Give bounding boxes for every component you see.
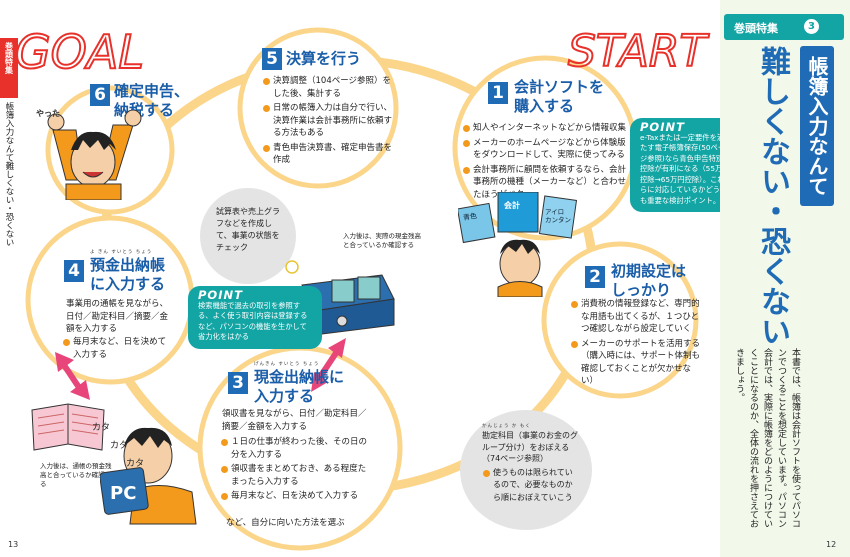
step-1-bullets: 知人やインターネットなどから情報収集 メーカーのホームページなどから体験版をダウ…	[462, 122, 630, 203]
step-title: 購入する	[514, 97, 575, 115]
step-2-bullets: 消費税の情報登録など、専門的な用語も出てくるが、１つひとつ確認しながら設定してい…	[570, 298, 700, 390]
trial-balance-circle: 試算表や売上グラフなどを作成して、事業の状態をチェック	[200, 188, 296, 284]
ruby-text: かんじょう か もく	[482, 424, 531, 429]
kata-text: カタ	[92, 423, 111, 433]
cashbox-caption: 入力後は、実際の現金残高と合っているか確認する	[343, 232, 421, 249]
step-title: 入力する	[254, 387, 315, 405]
cashbox-illustration	[285, 260, 395, 335]
step-number: 4	[64, 260, 84, 282]
account-items-circle: かんじょう か もく 勘定科目（事業のお金のグループ分け）をおぼえる（74ページ…	[460, 410, 592, 530]
step-3-outro: など、自分に向いた方法を選ぶ	[226, 518, 345, 528]
account-items-text: 勘定科目（事業のお金のグループ分け）をおぼえる（74ページ参照）	[482, 431, 578, 463]
step-bullet: 知人やインターネットなどから情報収集	[462, 122, 630, 135]
page-number-right: 12	[826, 540, 837, 549]
side-tab-label: 巻頭特集	[4, 42, 14, 74]
step-bullet: 消費税の情報登録など、専門的な用語も出てくるが、１つひとつ確認しながら設定してい…	[570, 298, 700, 336]
step-title: 決算を行う	[286, 49, 362, 68]
step-bullet: メーカーのホームページなどから体験版をダウンロードして、実際に使ってみる	[462, 137, 630, 162]
step-number: 1	[488, 82, 508, 104]
account-items-bullet: 使うものは限られているので、必要なものから順におぼえていこう	[482, 467, 578, 505]
step-3-bullets: １日の仕事が終わった後、その日の分を入力する 領収書をまとめておき、ある程度たま…	[220, 436, 370, 505]
pc-man-illustration	[100, 427, 197, 525]
pc-label: PC	[110, 483, 137, 504]
step-6: 6 確定申告、 納税する	[90, 82, 200, 120]
box-label-line: カンタン	[545, 216, 571, 224]
step-bullet: メーカーのサポートを活用する（購入時には、サポート体制も確認しておくことが欠かせ…	[570, 338, 700, 388]
start-heading: START	[568, 28, 569, 29]
step-bullet: 毎月末など、日を決めて入力する	[220, 490, 370, 503]
step-bullet: 毎月末など、日を決めて入力する	[62, 336, 172, 361]
ruby-text: げんきん すいとう ちょう	[254, 362, 320, 367]
box-label: 会計	[504, 201, 520, 210]
step-bullet: 決算調整（104ページ参照）をした後、集計する	[262, 75, 392, 100]
ruby-text: よ きん すいとう ちょう	[90, 250, 153, 255]
page-number-left: 13	[8, 540, 19, 549]
step-bullet: 青色申告決算書、確定申告書を作成	[262, 142, 392, 167]
step-number: 5	[262, 48, 282, 70]
box-label: アイロ カンタン	[545, 208, 571, 224]
svg-text:START: START	[568, 26, 709, 77]
step-bullet: 領収書をまとめておき、ある程度たまったら入力する	[220, 463, 370, 488]
intro-text: 本書では、帳簿は会計ソフトを使ってパソコンでつくることを想定しています。パソコン…	[734, 348, 800, 528]
passbook-illustration	[31, 403, 105, 451]
step-3: げんきん すいとう ちょう 3 現金出納帳に 入力する	[228, 362, 368, 406]
goal-heading: GOAL	[15, 28, 16, 29]
step-title: 現金出納帳に	[254, 368, 345, 386]
point-text: e-Taxまたは一定要件を満たす電子帳簿保存(50ページ参照)なら青色申告特別控…	[640, 132, 730, 205]
step-title: 初期設定は	[611, 262, 687, 280]
step-title: しっかり	[611, 281, 672, 299]
box-label-line: アイロ	[545, 208, 565, 216]
step-title: 預金出納帳	[90, 256, 166, 274]
feature-banner: 巻頭特集 3	[724, 14, 844, 40]
side-tab-label-box: 巻頭特集	[0, 38, 18, 98]
feature-banner-number: 3	[804, 19, 819, 34]
passbook-caption: 入力後は、通帳の預金残高と合っているか確認する	[40, 462, 112, 488]
side-tab-title: 帳簿入力なんて難しくない・恐くない	[4, 102, 14, 247]
kata-text: カタ	[126, 459, 145, 469]
feature-banner-label: 巻頭特集	[734, 22, 778, 35]
cheering-man-illustration	[47, 110, 142, 200]
point-heading: POINT	[640, 120, 685, 134]
step-4-bullets: 毎月末など、日を決めて入力する	[62, 336, 172, 363]
step-number: 3	[228, 372, 248, 394]
kata-text: カタ	[110, 441, 129, 451]
yatta-text: やった	[36, 109, 60, 118]
step-bullet: 日常の帳簿入力は自分で行い、決算作業は会計事務所に依頼する方法もある	[262, 102, 392, 140]
point-text: 検索機能で過去の取引を参照する、よく使う取引内容は登録するなど、パソコンの機能を…	[198, 300, 308, 342]
point-box-search: POINT 検索機能で過去の取引を参照する、よく使う取引内容は登録するなど、パソ…	[188, 286, 322, 349]
title-line-2: 難しくない・恐くない	[755, 46, 790, 346]
step-number: 2	[585, 266, 605, 288]
step-4-intro: 事業用の通帳を見ながら、日付／勘定科目／摘要／金額を入力する	[66, 299, 169, 334]
step-4: よ きん すいとう ちょう 4 預金出納帳 に入力する	[64, 250, 194, 294]
step-1: 1 会計ソフトを 購入する	[488, 78, 648, 116]
svg-text:GOAL: GOAL	[15, 25, 144, 79]
step-bullet: １日の仕事が終わった後、その日の分を入力する	[220, 436, 370, 461]
software-boxes-illustration	[458, 192, 578, 297]
title-line-1: 帳簿入力なんて	[800, 46, 834, 206]
step-2: 2 初期設定は しっかり	[585, 262, 695, 300]
point-heading: POINT	[198, 288, 243, 302]
step-title: 確定申告、	[114, 82, 190, 100]
step-3-intro: 領収書を見ながら、日付／勘定科目／摘要／金額を入力する	[222, 409, 367, 432]
step-title: に入力する	[90, 275, 166, 293]
trial-balance-text: 試算表や売上グラフなどを作成して、事業の状態をチェック	[216, 207, 280, 252]
step-title: 会計ソフトを	[514, 78, 605, 96]
step-number: 6	[90, 84, 110, 106]
